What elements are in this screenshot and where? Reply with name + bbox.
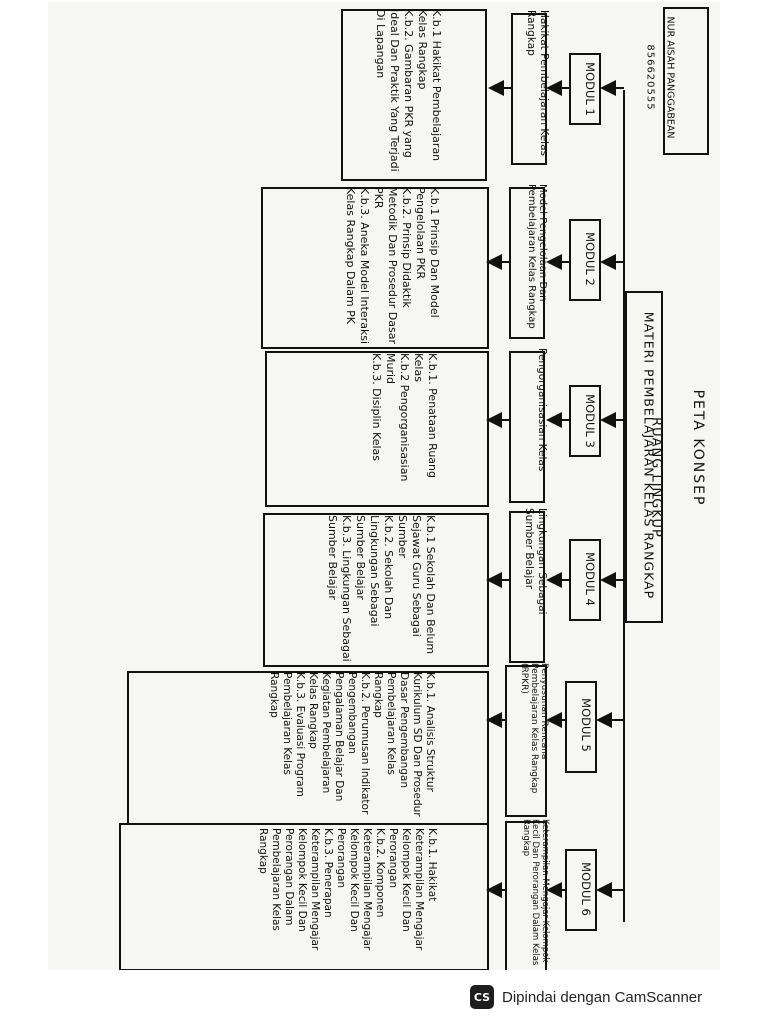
detail-4-item-1: K.b.1 Sekolah Dan Belum Sejawat Guru Seb…	[396, 515, 437, 655]
page-title: PETA KONSEP	[690, 389, 706, 507]
topic-4-box	[509, 511, 545, 663]
topic-2-label: Model Pengelolaan Dan Pembelajaran Kelas…	[526, 184, 548, 329]
camscanner-logo-icon: CS	[470, 985, 494, 1009]
detail-2-item-1: K.b.1 Prinsip Dan Model Pengelolaan PKR	[414, 187, 441, 318]
modul-5-label: MODUL 5	[579, 698, 593, 752]
topic-6-box	[505, 821, 547, 970]
modul-3-label: MODUL 3	[583, 394, 597, 448]
modul-2-label: MODUL 2	[583, 232, 597, 286]
name-box	[663, 7, 709, 155]
topic-6-label: Keterampilan Mengajar Kelompok Kecil Dan…	[521, 819, 550, 966]
student-id: 856620555	[644, 44, 656, 111]
modul-6-label: MODUL 6	[579, 862, 593, 916]
topic-5-label: Penyusunan Rencana Pembelajaran Kelas Ra…	[519, 663, 549, 794]
detail-3-item-3: K.b.3. Disiplin Kelas	[370, 353, 383, 462]
student-name: NUR AISAH PANGGABEAN	[664, 16, 676, 139]
detail-3-list: K.b.1. Penataan Ruang Kelas K.b.2 Pengor…	[223, 353, 439, 503]
detail-6-item-1: K.b.1. Hakikat Keterampilan Mengajar Kel…	[387, 828, 438, 951]
camscanner-watermark: CS Dipindai dengan CamScanner	[470, 980, 760, 1014]
detail-1-list: K.b.1 Hakikat Pembelajaran Kelas Rangkap…	[301, 9, 443, 177]
camscanner-text: Dipindai dengan CamScanner	[502, 988, 703, 1006]
detail-5-item-1: K.b.1. Analisis Struktur Kurikulum SD Da…	[372, 672, 436, 817]
scanned-sheet	[48, 2, 720, 970]
main-topic-label: MATERI PEMBELAJARAN KELAS RANGKAP	[641, 311, 657, 600]
topic-5-box	[505, 665, 547, 817]
detail-2-list: K.b.1 Prinsip Dan Model Pengelolaan PKR …	[221, 187, 441, 345]
detail-4-list: K.b.1 Sekolah Dan Belum Sejawat Guru Seb…	[219, 515, 437, 663]
detail-6-item-2: K.b.2. Komponen Keterampilan Mengajar Ke…	[335, 828, 386, 951]
detail-2-item-3: K.b.3. Aneka Model Interaksi Kelas Rangk…	[344, 187, 371, 345]
detail-3-item-1: K.b.1. Penataan Ruang Kelas	[412, 353, 439, 478]
detail-1-item-2: K.b.2. Gambaran PKR yang Ideal Dan Prakt…	[374, 9, 415, 172]
detail-1-item-1: K.b.1 Hakikat Pembelajaran Kelas Rangkap	[416, 9, 443, 162]
modul-4-label: MODUL 4	[583, 552, 597, 606]
detail-4-item-3: K.b.3. Lingkungan Sebagai Sumber Belajar	[326, 515, 353, 662]
concept-map-lines	[119, 7, 709, 970]
detail-2-box	[261, 187, 489, 349]
detail-4-box	[263, 513, 489, 667]
detail-6-list: K.b.1. Hakikat Keterampilan Mengajar Kel…	[78, 828, 438, 968]
detail-6-box	[119, 823, 489, 970]
detail-4-item-2: K.b.2. Sekolah Dan Lingkungan Sebagai Su…	[354, 515, 395, 627]
detail-1-box	[341, 9, 487, 181]
topic-3-box	[509, 351, 545, 503]
topic-4-label: Lingkungan Sebagai Sumber Belajar	[523, 508, 548, 615]
topic-3-label: Pengorganisasian Kelas	[536, 348, 548, 472]
detail-6-item-3: K.b.3. Penerapan Keterampilan Mengajar K…	[257, 828, 334, 951]
detail-3-box	[265, 351, 489, 507]
detail-5-list: K.b.1. Analisis Struktur Kurikulum SD Da…	[84, 672, 436, 820]
detail-5-item-2: K.b.2. Perumusan Indikator Pengembangan …	[307, 672, 371, 815]
detail-3-item-2: K.b.2 Pengorganisasian Murid	[384, 353, 411, 482]
detail-5-item-3: K.b.3. Evaluasi Program Pembelajaran Kel…	[268, 672, 306, 797]
detail-2-item-2: K.b.2. Prinsip Didaktik Metodik Dan Pros…	[372, 187, 413, 345]
modul-1-label: MODUL 1	[583, 62, 597, 116]
main-topic-box	[625, 291, 663, 623]
topic-1-label: Hakikat Pembelajaran Kelas Rangkap	[525, 10, 550, 156]
